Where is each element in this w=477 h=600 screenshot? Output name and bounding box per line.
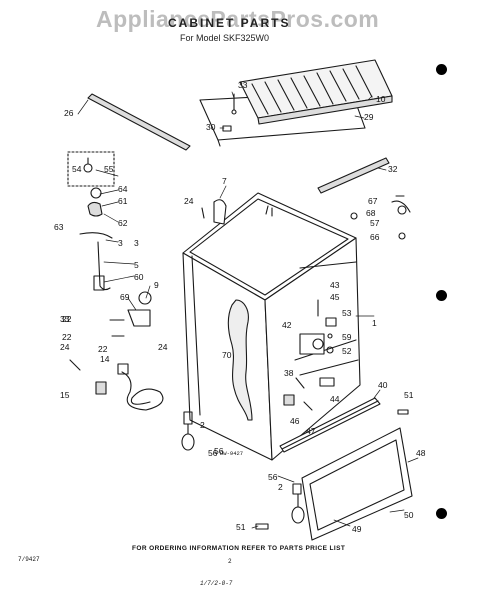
callout-label: 47 bbox=[306, 426, 316, 436]
callout-label: 24 bbox=[60, 342, 70, 352]
model-subtitle: For Model SKF325W0 bbox=[180, 33, 270, 43]
callout-label: 51 bbox=[404, 390, 414, 400]
callout-label: 46 bbox=[290, 416, 300, 426]
callout-label: 44 bbox=[330, 394, 340, 404]
binder-hole-mark bbox=[436, 64, 447, 75]
leveling-leg-57-right bbox=[291, 483, 305, 524]
callout-label: 56 bbox=[268, 472, 278, 482]
leveling-leg-57 bbox=[181, 411, 195, 451]
callout-label: 22 bbox=[62, 314, 72, 324]
latch-assembly-42 bbox=[299, 299, 337, 355]
screw-33-top bbox=[231, 93, 237, 115]
callout-label: 3 bbox=[134, 238, 139, 248]
callout-label: 2 bbox=[200, 420, 205, 430]
callout-label: 57 bbox=[370, 218, 380, 228]
screw-68 bbox=[350, 195, 411, 240]
callout-label: 38 bbox=[284, 368, 294, 378]
callout-label: 69 bbox=[120, 292, 130, 302]
callout-label: 55 bbox=[104, 164, 114, 174]
callout-label: 3 bbox=[118, 238, 123, 248]
callout-label: 56 bbox=[208, 448, 218, 458]
callout-label: 62 bbox=[118, 218, 128, 228]
hinge-62 bbox=[87, 187, 103, 217]
callout-labels-secondary: 22 22 24 33 24 56 56 51 3 2 bbox=[60, 196, 283, 532]
screw-33-left bbox=[69, 319, 125, 371]
callout-label: 63 bbox=[54, 222, 64, 232]
callout-label: 51 bbox=[236, 522, 246, 532]
callout-label: 64 bbox=[118, 184, 128, 194]
ordering-note: FOR ORDERING INFORMATION REFER TO PARTS … bbox=[132, 545, 346, 552]
callout-label: 60 bbox=[134, 272, 144, 282]
access-panel-48 bbox=[301, 427, 413, 541]
callout-label: 33 bbox=[60, 314, 70, 324]
callout-label: 45 bbox=[330, 292, 340, 302]
trim-strip-32 bbox=[317, 157, 390, 194]
callout-label: 24 bbox=[184, 196, 194, 206]
callout-label: 70 bbox=[222, 350, 232, 360]
cord-clamp-54 bbox=[67, 151, 115, 187]
callout-label: 32 bbox=[388, 164, 398, 174]
callout-label: 14 bbox=[100, 354, 110, 364]
callout-leader-lines bbox=[77, 91, 419, 529]
callout-label: 56 bbox=[214, 446, 224, 456]
callout-label: 10 bbox=[376, 94, 386, 104]
callout-label: 2 bbox=[278, 482, 283, 492]
callout-label: 48 bbox=[416, 448, 426, 458]
callout-label: 52 bbox=[342, 346, 352, 356]
callout-label: 7 bbox=[222, 176, 227, 186]
clip-30 bbox=[222, 125, 232, 132]
callout-label: 24 bbox=[158, 342, 168, 352]
binder-hole-mark bbox=[436, 290, 447, 301]
callout-label: 42 bbox=[282, 320, 292, 330]
toe-kick-40 bbox=[279, 397, 381, 453]
callout-label: 9 bbox=[154, 280, 159, 290]
callout-label: 33 bbox=[238, 80, 248, 90]
callout-label: 22 bbox=[62, 332, 72, 342]
watermark: AppliancePartsPros.com bbox=[96, 6, 380, 32]
bracket-70 bbox=[127, 291, 152, 327]
callout-label: 66 bbox=[370, 232, 380, 242]
callout-label: 68 bbox=[366, 208, 376, 218]
callout-label: 26 bbox=[64, 108, 74, 118]
latch-parts-38-47 bbox=[283, 377, 335, 411]
callout-label: 61 bbox=[118, 196, 128, 206]
bottom-code: 1/7/2-0-7 bbox=[200, 580, 233, 587]
binder-hole-mark bbox=[436, 508, 447, 519]
cutting-board-part bbox=[239, 59, 393, 125]
callout-label: 1 bbox=[372, 318, 377, 328]
callout-label: 43 bbox=[330, 280, 340, 290]
callout-label: 15 bbox=[60, 390, 70, 400]
callout-label: 49 bbox=[352, 524, 362, 534]
drawing-number: DW-9427 bbox=[220, 450, 244, 457]
corner-code: 7/9427 bbox=[18, 556, 40, 563]
callout-label: 22 bbox=[98, 344, 108, 354]
callout-label: 29 bbox=[364, 112, 374, 122]
callout-label: 59 bbox=[342, 332, 352, 342]
callout-label: 53 bbox=[342, 308, 352, 318]
callout-label: 40 bbox=[378, 380, 388, 390]
trim-strip-26 bbox=[87, 93, 191, 151]
diagram-title: CABINET PARTS bbox=[168, 16, 291, 30]
power-cord-14 bbox=[95, 363, 164, 411]
bracket-7 bbox=[201, 199, 227, 225]
callout-labels: 1 2 3 5 7 9 10 14 15 22 24 26 29 30 32 3… bbox=[54, 80, 426, 534]
page-number: 2 bbox=[228, 558, 232, 565]
callout-label: 50 bbox=[404, 510, 414, 520]
callout-label: 67 bbox=[368, 196, 378, 206]
callout-label: 54 bbox=[72, 164, 82, 174]
drain-hose-5 bbox=[79, 232, 113, 291]
callout-label: 5 bbox=[134, 260, 139, 270]
callout-label: 30 bbox=[206, 122, 216, 132]
